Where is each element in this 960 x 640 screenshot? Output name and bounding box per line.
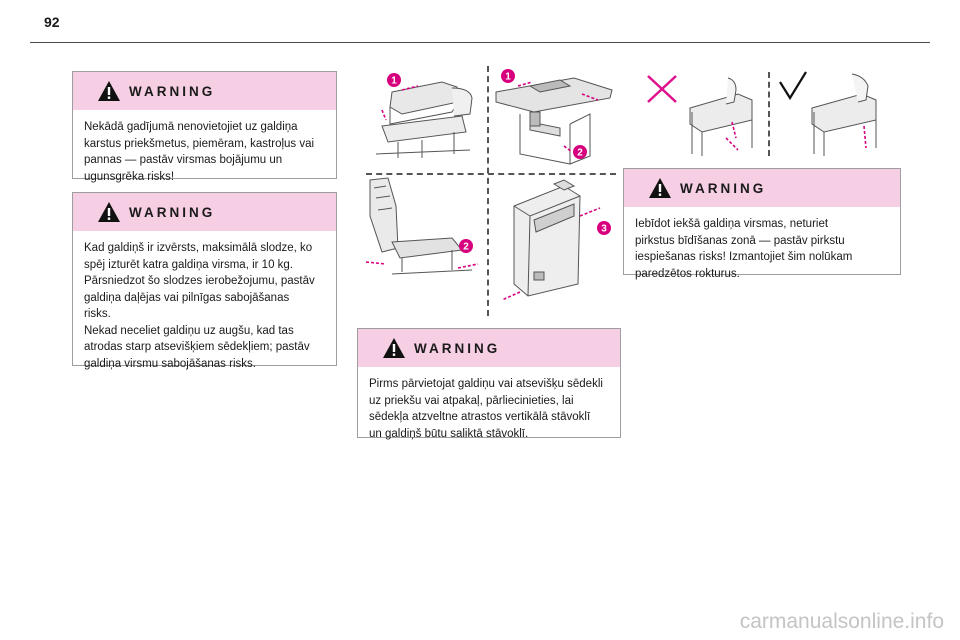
callout-1-label: 1	[391, 76, 397, 87]
warning-line: sēdekļa atzveltne atrastos vertikālā stā…	[369, 411, 591, 423]
warning-box-max-load: WARNING Kad galdiņš ir izvērsts, maksimā…	[72, 192, 337, 370]
warning-line: atrodas starp atsevišķiem sēdekļiem; pas…	[84, 341, 310, 353]
illustration-divider-right	[768, 72, 770, 156]
callout-3-badge	[597, 221, 611, 235]
warning-line: pirkstus bīdīšanas zonā — pastāv pirkstu	[635, 234, 845, 247]
warning-line: karstus priekšmetus, piemēram, kastroļus…	[84, 137, 315, 150]
illustration-correct-grip	[779, 71, 877, 156]
warning-text: Kad galdiņš ir izvērsts, maksimālā slodz…	[73, 231, 336, 382]
warning-line: galdiņa daļējas vai pilnīgas sabojāšanas	[84, 291, 290, 304]
illustration-wrong-grip	[647, 75, 753, 156]
illustration-table-fold: 1	[375, 73, 473, 158]
cross-mark-icon	[647, 75, 677, 103]
warning-line: iespiešanas risks! Izmantojiet šim nolūk…	[635, 251, 853, 263]
warning-triangle-icon	[98, 81, 120, 101]
callout-1-badge	[387, 73, 401, 87]
warning-title: WARNING	[680, 180, 767, 196]
warning-title: WARNING	[414, 340, 501, 356]
callout-1-badge	[501, 69, 515, 83]
warning-line: pannas — pastāv virsmas bojājumu un	[84, 154, 283, 166]
warning-header: WARNING	[624, 169, 900, 207]
page-number: 92	[44, 14, 60, 30]
warning-line: galdiņa virsmu sabojāšanas risks.	[84, 357, 256, 370]
warning-line: un galdiņš būtu saliktā stāvoklī.	[369, 427, 529, 440]
warning-header: WARNING	[73, 72, 336, 110]
warning-line: paredzētos rokturus.	[635, 267, 740, 280]
warning-triangle-icon	[649, 178, 671, 198]
header-rule	[30, 42, 930, 43]
callout-3-label: 3	[601, 224, 607, 235]
callout-2-label: 2	[577, 148, 583, 159]
callout-2-label: 2	[463, 242, 469, 253]
callout-2-badge	[459, 239, 473, 253]
warning-header: WARNING	[73, 193, 336, 231]
warning-title: WARNING	[129, 83, 216, 99]
illustration-table-open: 1 2	[495, 69, 613, 165]
warning-text: Nekādā gadījumā nenovietojiet uz galdiņa…	[73, 110, 336, 195]
warning-line: spēj izturēt katra galdiņa virsma, ir 10…	[84, 258, 294, 271]
warning-line: risks.	[84, 308, 111, 320]
callout-2-badge	[573, 145, 587, 159]
warning-triangle-icon	[98, 202, 120, 222]
warning-title: WARNING	[129, 204, 216, 220]
warning-box-hot-objects: WARNING Nekādā gadījumā nenovietojiet uz…	[72, 71, 337, 183]
warning-line: Nekad neceliet galdiņu uz augšu, kad tas	[84, 324, 294, 337]
warning-text: Iebīdot iekšā galdiņa virsmas, neturiet …	[624, 207, 900, 292]
warning-line: Kad galdiņš ir izvērsts, maksimālā slodz…	[84, 242, 313, 254]
warning-box-move-seat: WARNING Pirms pārvietojat galdiņu vai at…	[357, 328, 621, 440]
warning-line: Pārsniedzot šo slodzes ierobežojumu, pas…	[84, 275, 315, 287]
illustration-console-cabinet: 3	[501, 179, 611, 301]
warning-triangle-icon	[383, 338, 405, 358]
watermark-url: carmanualsonline.info	[739, 610, 944, 633]
illustration-seat-slide: 2	[365, 177, 479, 275]
warning-line: uz priekšu vai atpakaļ, pārliecinieties,…	[369, 394, 574, 407]
warning-line: Nekādā gadījumā nenovietojiet uz galdiņa	[84, 121, 298, 133]
warning-header: WARNING	[358, 329, 620, 367]
illustration-divider-vertical	[487, 66, 489, 316]
warning-line: Iebīdot iekšā galdiņa virsmas, neturiet	[635, 218, 829, 230]
illustration-divider-horizontal	[366, 173, 616, 175]
warning-box-pinch: WARNING Iebīdot iekšā galdiņa virsmas, n…	[623, 168, 901, 280]
warning-text: Pirms pārvietojat galdiņu vai atsevišķu …	[358, 367, 620, 452]
check-mark-icon	[779, 71, 807, 101]
warning-line: Pirms pārvietojat galdiņu vai atsevišķu …	[369, 378, 603, 390]
callout-1-label: 1	[505, 72, 511, 83]
warning-line: ugunsgrēka risks!	[84, 170, 175, 183]
